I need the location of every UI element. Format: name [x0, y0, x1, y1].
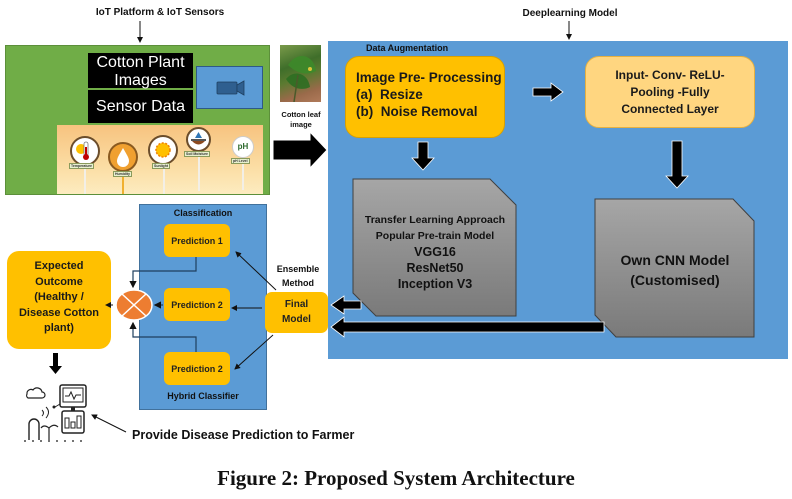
sun-icon — [155, 142, 171, 158]
cnn-layers-line1: Input- Conv- ReLU- — [615, 68, 725, 82]
prediction-2-box: Prediction 2 — [164, 288, 230, 321]
combiner-icon — [115, 289, 153, 321]
sunlight-sensor — [148, 135, 178, 165]
iot-to-dl-arrow — [272, 130, 328, 170]
sensor-data-box: Sensor Data — [88, 90, 193, 123]
cotton-plant-images-line2: Images — [114, 72, 167, 89]
cnn-layers-box: Input- Conv- ReLU- Pooling -Fully Connec… — [585, 56, 755, 128]
transfer-learning-approach: Transfer Learning Approach — [364, 214, 506, 226]
farmer-label-arrow — [91, 414, 127, 433]
preprocessing-step-noise-removal: (b) Noise Removal — [356, 104, 478, 119]
water-drop-icon — [117, 148, 129, 167]
prediction-1-label: Prediction 1 — [171, 235, 223, 246]
ensemble-method-label: Ensemble Method — [268, 262, 328, 290]
soil-moisture-sensor — [186, 127, 211, 152]
model-resnet50: ResNet50 — [406, 261, 464, 275]
preprocessing-step-resize: (a) Resize — [356, 87, 423, 102]
final-model-box: Final Model — [265, 292, 328, 333]
preprocessing-title: Image Pre- Processing — [356, 70, 502, 85]
transfer-learning-text: Transfer Learning Approach Popular Pre-t… — [352, 212, 518, 292]
soil-moisture-icon — [191, 132, 206, 145]
iot-heading: IoT Platform & IoT Sensors — [95, 7, 225, 18]
model-vgg16: VGG16 — [414, 245, 456, 259]
sensor-data-label: Sensor Data — [96, 98, 185, 115]
prediction-3-box: Prediction 2 — [164, 352, 230, 385]
final-model-line1: Final — [284, 299, 309, 310]
hybrid-classifier-label: Hybrid Classifier — [167, 391, 239, 401]
cotton-leaf-label: Cotton leaf image — [276, 110, 326, 130]
own-cnn-box — [594, 198, 755, 338]
transfer-learning-box — [352, 178, 517, 317]
ensemble-label-line1: Ensemble — [276, 264, 320, 274]
outcome-line3: (Healthy / — [34, 291, 84, 303]
outcome-line2: Outcome — [35, 275, 83, 288]
prediction-2-label: Prediction 2 — [171, 299, 223, 310]
data-augmentation-label: Data Augmentation — [366, 43, 449, 53]
own-cnn-subtitle: (Customised) — [630, 272, 720, 288]
outcome-to-farmer-arrow — [49, 353, 62, 374]
ph-sensor: pH — [232, 136, 254, 158]
ensemble-label-line2: Method — [282, 278, 314, 288]
camera-box — [196, 66, 263, 109]
ph-level-tag: pH Level — [231, 158, 250, 164]
cnn-layers-line2: Pooling -Fully — [630, 85, 710, 99]
camera-icon — [216, 80, 245, 96]
sunlight-tag: Sunlight — [152, 163, 170, 169]
ph-icon: pH — [237, 142, 249, 151]
classification-heading: Classification — [173, 208, 233, 218]
prediction-1-box: Prediction 1 — [164, 224, 230, 257]
popular-pretrain-model: Popular Pre-train Model — [375, 230, 495, 242]
final-model-line2: Model — [282, 314, 311, 325]
cotton-leaf-label-line1: Cotton leaf — [281, 110, 321, 119]
outcome-line4: Disease Cotton — [18, 306, 100, 319]
image-preprocessing-box: Image Pre- Processing (a) Resize (b) Noi… — [345, 56, 505, 138]
outcome-line1: Expected — [34, 260, 84, 272]
cnn-layers-line3: Connected Layer — [621, 102, 719, 116]
cotton-leaf-image — [280, 45, 321, 103]
humidity-sensor — [108, 142, 138, 172]
farmer-device-icon — [24, 384, 88, 442]
cotton-plant-images-box: Cotton Plant Images — [88, 53, 193, 89]
prediction-3-label: Prediction 2 — [171, 363, 223, 374]
own-cnn-text: Own CNN Model (Customised) — [594, 250, 756, 290]
own-cnn-title: Own CNN Model — [620, 252, 730, 268]
leaf-icon — [286, 56, 316, 103]
cotton-leaf-label-line2: image — [290, 120, 312, 129]
farmer-prediction-label: Provide Disease Prediction to Farmer — [132, 428, 355, 442]
expected-outcome-box: Expected Outcome (Healthy / Disease Cott… — [7, 251, 111, 349]
figure-caption: Figure 2: Proposed System Architecture — [217, 466, 575, 490]
outcome-line5: plant) — [44, 322, 74, 334]
humidity-tag: Humidity — [113, 171, 132, 177]
model-inception-v3: Inception V3 — [397, 277, 473, 291]
cotton-plant-images-line1: Cotton Plant — [96, 54, 185, 71]
deeplearning-heading: Deeplearning Model — [522, 8, 618, 19]
thermometer-icon — [76, 141, 89, 160]
temperature-tag: Temperature — [69, 163, 94, 169]
sensor-strip: Temperature Humidity Sunlight Soil Moist… — [57, 125, 263, 194]
temperature-sensor — [70, 136, 100, 166]
soil-moisture-tag: Soil Moisture — [184, 151, 210, 157]
